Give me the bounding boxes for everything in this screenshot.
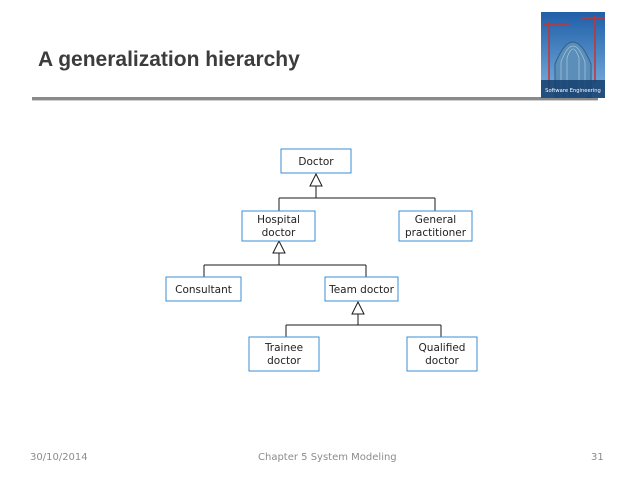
generalization-doctor: [278, 172, 436, 211]
generalization-arrow-icon: [272, 239, 286, 254]
node-hospital-doctor-label-line1: Hospital: [257, 214, 300, 226]
node-hospital-doctor-label-line2: doctor: [262, 227, 296, 239]
cover-title: Software Engineering: [545, 88, 601, 94]
node-consultant: Consultant: [165, 276, 242, 302]
book-cover-image: Software Engineering: [541, 12, 605, 98]
footer-date: 30/10/2014: [30, 452, 88, 463]
generalization-team-doctor: [285, 300, 442, 337]
slide-title: A generalization hierarchy: [38, 48, 300, 71]
footer-page-number: 31: [591, 452, 604, 463]
node-team-doctor-label: Team doctor: [328, 284, 394, 296]
node-qualified-doctor-label-line1: Qualified: [419, 342, 466, 354]
generalization-hospital-doctor: [203, 239, 367, 277]
node-hospital-doctor: Hospital doctor: [241, 210, 316, 242]
generalization-arrow-icon: [309, 172, 323, 187]
node-trainee-doctor: Trainee doctor: [248, 336, 320, 372]
node-team-doctor: Team doctor: [324, 276, 399, 302]
node-qualified-doctor-label-line2: doctor: [425, 355, 459, 367]
title-divider: [32, 97, 598, 100]
node-doctor: Doctor: [280, 148, 352, 174]
node-general-practitioner: General practitioner: [398, 210, 473, 242]
node-qualified-doctor: Qualified doctor: [406, 336, 478, 372]
node-consultant-label: Consultant: [175, 284, 232, 296]
node-general-practitioner-label-line1: General: [415, 214, 456, 226]
generalization-arrow-icon: [351, 300, 365, 315]
node-general-practitioner-label-line2: practitioner: [405, 227, 467, 239]
node-trainee-doctor-label-line2: doctor: [267, 355, 301, 367]
footer-chapter: Chapter 5 System Modeling: [258, 452, 397, 463]
node-trainee-doctor-label-line1: Trainee: [264, 342, 303, 354]
node-doctor-label: Doctor: [298, 156, 334, 168]
